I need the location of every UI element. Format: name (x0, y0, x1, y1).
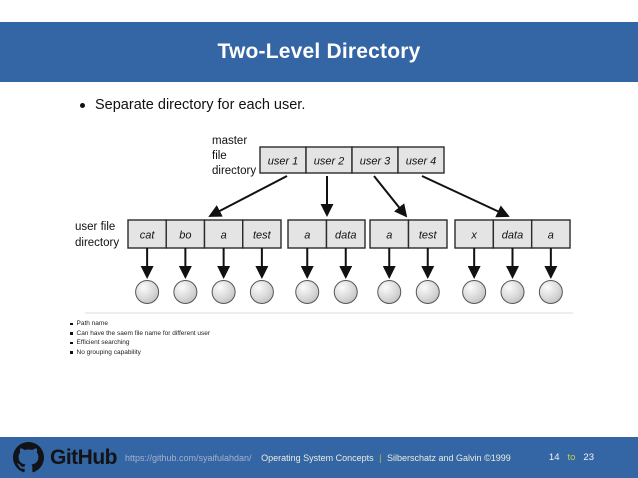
user-directory-box (325, 219, 366, 249)
user-box-label: test (253, 230, 272, 242)
user-box-label: data (335, 230, 356, 242)
bullet-icon (80, 102, 85, 108)
master-to-group-arrow (208, 175, 288, 217)
file-circle (415, 280, 440, 304)
note-bullet-icon (70, 351, 73, 354)
github-octocat-icon (13, 442, 44, 473)
file-circle (462, 280, 487, 304)
note-item: No grouping capability (70, 348, 210, 358)
user-box-label: data (502, 230, 523, 242)
user-box-label: a (386, 230, 392, 242)
user-box-label: a (548, 230, 554, 242)
file-circle (295, 280, 320, 304)
user-directory-box (242, 219, 282, 249)
bullet-text: Separate directory for each user. (95, 97, 306, 113)
master-file-directory-label: file (212, 150, 227, 162)
file-circle (135, 280, 160, 304)
user-box-label: a (221, 230, 227, 242)
page-total: 23 (583, 452, 594, 463)
github-logo: GitHub (13, 442, 117, 473)
user-box-label: bo (179, 230, 191, 242)
user-box-label: x (470, 230, 477, 242)
user-directory-box (492, 219, 533, 249)
github-wordmark: GitHub (50, 445, 117, 469)
page-current: 14 (548, 452, 560, 463)
file-circle (333, 280, 358, 304)
user-box-label: a (304, 230, 310, 242)
note-bullet-icon (70, 341, 73, 345)
user-file-directory-label: user file (75, 221, 115, 233)
user-file-directory-label: directory (75, 237, 119, 249)
master-file-directory-label: master (212, 135, 247, 147)
master-box-label: user 4 (406, 156, 437, 168)
page-numbers: 14 to 23 (549, 437, 594, 478)
footer-text: https://github.com/syaifulahdan/ Operati… (125, 453, 511, 463)
page-title: Two-Level Directory (217, 40, 421, 63)
master-directory-box (305, 146, 353, 174)
master-box-label: user 2 (314, 156, 345, 168)
file-circle (173, 280, 198, 304)
master-file-directory-label: directory (212, 165, 256, 177)
file-circle (211, 280, 236, 304)
note-text: No grouping capability (76, 349, 141, 357)
user-box-label: test (419, 230, 438, 242)
note-bullet-icon (70, 332, 73, 335)
note-text: Path name (76, 320, 108, 328)
title-bar: Two-Level Directory (0, 22, 638, 82)
footer-course: Operating System Concepts (261, 452, 374, 463)
note-bullet-icon (70, 322, 73, 326)
file-circle (377, 280, 402, 304)
user-directory-box (407, 219, 448, 249)
master-directory-box (397, 146, 445, 174)
master-to-group-arrow (421, 175, 510, 218)
file-circle (500, 280, 525, 304)
master-to-group-arrow (373, 175, 408, 218)
file-circle (538, 280, 563, 304)
master-directory-box (351, 146, 399, 174)
footer-separator: | (379, 452, 382, 463)
footer-bar: GitHub https://github.com/syaifulahdan/ … (0, 437, 638, 478)
main-bullet: Separate directory for each user. (80, 97, 305, 113)
note-item: Can have the saem file name for differen… (70, 329, 210, 339)
user-directory-box (287, 219, 328, 249)
two-level-directory-diagram: master file directory user file directory use… (75, 135, 573, 314)
file-circle (249, 280, 274, 304)
master-directory-box (259, 146, 307, 174)
user-directory-box (369, 219, 410, 249)
footer-authors: Silberschatz and Galvin ©1999 (387, 452, 511, 463)
user-directory-box (530, 219, 571, 249)
master-box-label: user 3 (360, 156, 391, 168)
note-text: Can have the saem file name for differen… (76, 329, 211, 337)
page-connector: to (567, 452, 576, 463)
note-text: Efficient searching (76, 339, 130, 347)
note-item: Efficient searching (70, 338, 210, 348)
master-box-label: user 1 (268, 156, 299, 168)
footer-url: https://github.com/syaifulahdan/ (124, 452, 252, 463)
user-box-label: cat (140, 230, 156, 242)
note-item: Path name (70, 319, 210, 329)
